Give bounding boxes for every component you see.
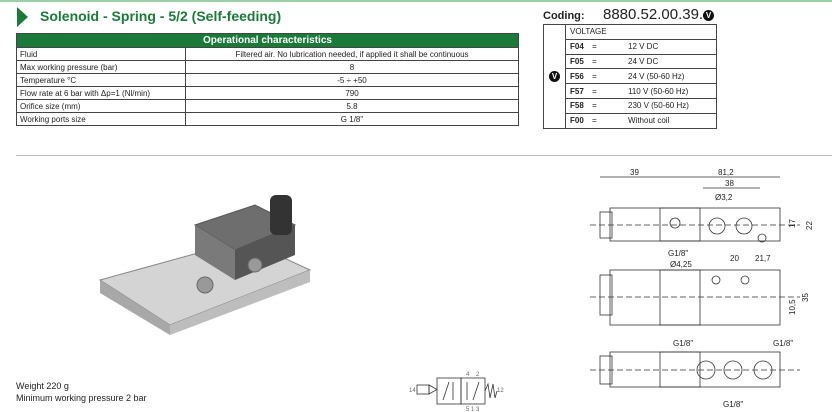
port-1: 1 [471,407,475,412]
row-value: G 1/8" [185,112,519,126]
table-row: Orifice size (mm)5.8 [16,99,519,113]
port-12: 12 [497,388,504,394]
voltage-value: 230 V (50-60 Hz) [628,101,689,111]
dim-32: Ø3,2 [715,193,733,202]
coding-number: 8880.52.00.39.V [603,6,715,23]
page-title: Solenoid - Spring - 5/2 (Self-feeding) [40,8,282,24]
row-label: Flow rate at 6 bar with Δp=1 (Nl/min) [16,86,186,100]
pneumatic-symbol: 14 12 4 2 5 1 3 [409,372,504,412]
dim-g18-d: G1/8" [723,400,743,409]
weight-notes: Weight 220 g Minimum working pressure 2 … [16,380,147,404]
voltage-value: 12 V DC [628,42,659,52]
port-3: 3 [476,407,480,412]
voltage-header: VOLTAGE [565,24,717,40]
row-value: 5.8 [185,99,519,113]
port-14: 14 [409,388,416,394]
equals: = [592,101,597,111]
dim-g18-c: G1/8" [773,339,793,348]
dim-35: 35 [801,293,810,302]
section-divider [16,155,832,156]
dim-105: 10,5 [788,299,797,315]
voltage-row: F05 = 24 V DC [544,53,717,70]
voltage-row: F00 = Without coil [544,112,717,129]
port-5: 5 [466,407,470,412]
row-value: 8 [185,60,519,74]
voltage-row: F58 = 230 V (50-60 Hz) [544,97,717,114]
voltage-table: V VOLTAGE F04 = 12 V DC F05 = 24 V DC F56 = 24 … [543,24,717,129]
voltage-code: F00 [570,116,584,126]
top-rule [0,0,832,2]
title-arrow-icon [17,7,28,27]
port-2: 2 [476,372,480,378]
valve-product-image [98,195,312,335]
row-label: Working ports size [16,112,186,126]
voltage-code: F56 [570,71,584,81]
equals: = [592,86,597,96]
voltage-badge-icon: V [549,70,560,82]
coding-label: Coding: [543,10,585,22]
dimension-drawing: 39 81,2 38 Ø3,2 G1/8" Ø4,25 20 21,7 G1/8… [590,168,814,409]
table-header: Operational characteristics [16,33,519,48]
dim-81: 81,2 [718,168,734,177]
dim-17: 17 [788,219,797,228]
voltage-value: 24 V (50-60 Hz) [628,71,685,81]
dim-20: 20 [730,254,739,263]
row-label: Fluid [16,47,186,61]
voltage-code: F58 [570,101,584,111]
voltage-row: F56 = 24 V (50-60 Hz) [544,68,717,85]
dim-g18-b: G1/8" [673,339,693,348]
equals: = [592,116,597,126]
row-label: Orifice size (mm) [16,99,186,113]
table-row: Temperature °C-5 ÷ +50 [16,73,519,87]
row-value: -5 ÷ +50 [185,73,519,87]
equals: = [592,42,597,52]
dim-425: Ø4,25 [670,260,692,269]
voltage-row: F04 = 12 V DC [544,38,717,55]
dim-39: 39 [630,168,639,177]
equals: = [592,71,597,81]
min-pressure-text: Minimum working pressure 2 bar [16,393,147,403]
voltage-value: 110 V (50-60 Hz) [628,86,689,96]
row-label: Max working pressure (bar) [16,60,186,74]
voltage-badge-cell: V [543,24,566,129]
dim-217: 21,7 [755,254,771,263]
port-4: 4 [466,372,470,378]
row-value: Filtered air. No lubrication needed, if … [185,47,519,61]
table-row: Flow rate at 6 bar with Δp=1 (Nl/min)790 [16,86,519,100]
dim-22: 22 [805,221,814,230]
table-row: Max working pressure (bar)8 [16,60,519,74]
voltage-code: F57 [570,86,584,96]
voltage-value: 24 V DC [628,56,659,66]
row-label: Temperature °C [16,73,186,87]
dim-g18-a: G1/8" [668,249,688,258]
voltage-value: Without coil [628,116,670,126]
dim-38: 38 [725,179,734,188]
voltage-row: F57 = 110 V (50-60 Hz) [544,83,717,99]
voltage-code: F05 [570,56,584,66]
voltage-code: F04 [570,42,584,52]
equals: = [592,56,597,66]
voltage-badge-icon: V [703,9,715,21]
coding-value: 8880.52.00.39. [603,6,704,23]
row-value: 790 [185,86,519,100]
weight-text: Weight 220 g [16,381,69,391]
